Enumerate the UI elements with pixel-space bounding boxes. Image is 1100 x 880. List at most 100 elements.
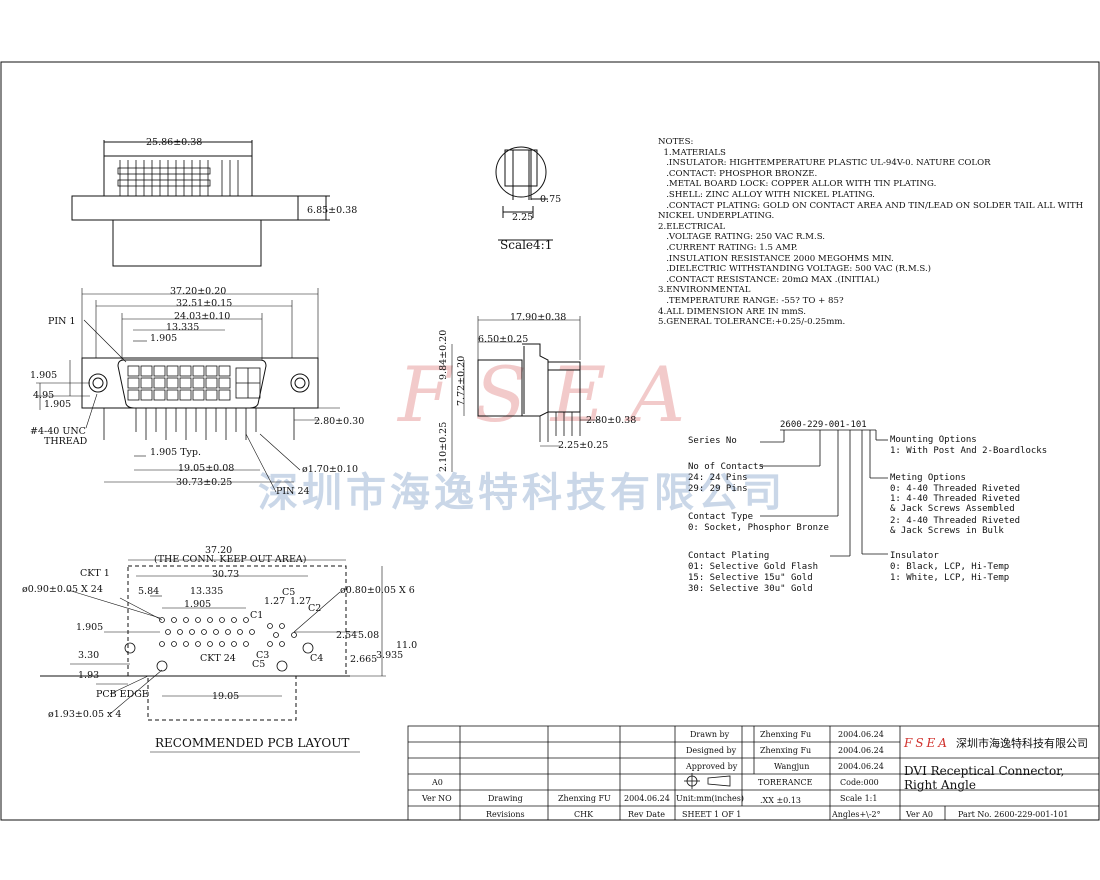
- pcb-dim-12: 5.08: [358, 630, 380, 641]
- side-dim-7: 2.10±0.25: [438, 421, 449, 472]
- front-width-dim: 25.86±0.38: [146, 137, 203, 148]
- note-line: NOTES:: [658, 137, 694, 147]
- top-dim-9: 1.905 Typ.: [150, 447, 202, 458]
- insulator-opt: 1: White, LCP, Hi-Temp: [890, 573, 1010, 583]
- top-dim-4: 13.335: [166, 322, 200, 333]
- pcb-dim-16: 19.05: [212, 691, 240, 702]
- front-height-dim: 6.85±0.38: [307, 205, 358, 216]
- tolerance-xx: .XX ±0.13: [760, 796, 801, 805]
- side-dim-4: 7.72±0.20: [456, 355, 467, 406]
- type-title: Contact Type: [688, 512, 754, 522]
- drawing-date: 2004.06.24: [624, 794, 670, 803]
- note-line: .INSULATION RESISTANCE 2000 MEGOHMS MIN.: [658, 253, 894, 264]
- mating-opt: & Jack Screws Assembled: [890, 504, 1015, 514]
- note-line: .TEMPERATURE RANGE: -55? TO + 85?: [658, 295, 844, 306]
- tolerance-label: TORERANCE: [758, 778, 813, 787]
- note-line: .METAL BOARD LOCK: COPPER ALLOR WITH TIN…: [658, 179, 937, 190]
- top-dim-12: ø1.70±0.10: [302, 464, 358, 475]
- angles-label: Angles+\-2°: [832, 810, 881, 819]
- mating-opt: & Jack Screws in Bulk: [890, 526, 1004, 536]
- note-line: 5.GENERAL TOLERANCE:+0.25/-0.25mm.: [658, 317, 846, 328]
- insulator-title: Insulator: [890, 551, 939, 561]
- type-opt: 0: Socket, Phosphor Bronze: [688, 523, 829, 533]
- top-dim-7: 4.95: [33, 390, 55, 401]
- note-line: 2.ELECTRICAL: [658, 221, 726, 232]
- mating-opt: 2: 4-40 Threaded Riveted: [890, 516, 1021, 526]
- drawn-date: 2004.06.24: [838, 730, 884, 739]
- pcb-dim-10: 1.27: [290, 596, 312, 607]
- watermark-logo: FSEA: [398, 350, 710, 439]
- detail-view: [495, 146, 553, 241]
- plating-opt: 15: Selective 15u" Gold: [688, 573, 813, 583]
- designed-by-label: Designed by: [686, 746, 737, 755]
- hole24-label: ø0.90±0.05 X 24: [22, 584, 103, 595]
- notes-block: NOTES: 1.MATERIALS .INSULATOR: HIGHTEMPE…: [658, 137, 1083, 328]
- part-no-label: Part No. 2600-229-001-101: [958, 810, 1069, 819]
- note-line: 4.ALL DIMENSION ARE IN mmS.: [658, 306, 806, 317]
- watermark-company: 深圳市海逸特科技有限公司: [258, 469, 786, 516]
- top-dim-5: 1.905: [150, 333, 178, 344]
- contacts-title: No of Contacts: [688, 462, 764, 472]
- c2-label: C2: [308, 603, 322, 614]
- mount-opt: 1: With Post And 2-Boardlocks: [890, 446, 1048, 456]
- drawing-label: Drawing: [488, 794, 523, 803]
- sheet-label: SHEET 1 OF 1: [682, 810, 742, 819]
- detail-dim-a: 0.75: [540, 194, 562, 205]
- pcb-layout: [40, 559, 386, 753]
- pin1-label: PIN 1: [48, 316, 76, 327]
- top-dim-6: 1.905: [30, 370, 58, 381]
- pcb-dim-9: 1.27: [264, 596, 286, 607]
- rev-date-label: Rev Date: [628, 810, 665, 819]
- top-dim-2: 32.51±0.15: [176, 298, 233, 309]
- pcb-dim-2: 30.73: [212, 569, 240, 580]
- front-view: [71, 140, 330, 267]
- side-dim-2: 6.50±0.25: [478, 334, 529, 345]
- detail-dim-b: 2.25: [512, 212, 534, 223]
- hole6-label: ø0.80±0.05 X 6: [340, 585, 415, 596]
- code-label: Code:000: [840, 778, 879, 787]
- plating-opt: 01: Selective Gold Flash: [688, 562, 819, 572]
- pcb-dim-8: 1.93: [78, 670, 100, 681]
- contacts-opt: 29: 29 Pins: [688, 484, 748, 494]
- part-number-tree: [760, 429, 888, 557]
- pcb-dim-13: 11.0: [396, 640, 418, 651]
- designed-by: Zhenxing Fu: [760, 746, 812, 755]
- thread-label: #4-40 UNC: [30, 426, 86, 437]
- units-label: Unit:mm(inches): [676, 794, 744, 803]
- part-code: 2600-229-001-101: [780, 420, 867, 430]
- top-dim-11: 30.73±0.25: [176, 477, 233, 488]
- note-line: 1.MATERIALS: [658, 147, 726, 158]
- ckt24-label: CKT 24: [200, 653, 236, 664]
- side-dim-5: 2.80±0.38: [586, 415, 637, 426]
- side-dim-1: 17.90±0.38: [510, 312, 567, 323]
- mating-opt: 0: 4-40 Threaded Riveted: [890, 484, 1021, 494]
- c3-label: C3: [256, 650, 270, 661]
- drawing-by: Zhenxing FU: [558, 794, 611, 803]
- drawn-by-label: Drawn by: [690, 730, 730, 739]
- company-name: 深圳市海逸特科技有限公司: [956, 737, 1088, 750]
- pcb-dim-1: 37.20: [205, 545, 233, 556]
- pin24-label: PIN 24: [276, 486, 310, 497]
- keepout-label: (THE CONN. KEEP OUT AREA): [154, 554, 307, 565]
- designed-date: 2004.06.24: [838, 746, 884, 755]
- note-line: 3.ENVIRONMENTAL: [658, 285, 751, 296]
- approved-by-label: Approved by: [686, 762, 738, 771]
- side-dim-6: 2.25±0.25: [558, 440, 609, 451]
- drawn-by: Zhenxing Fu: [760, 730, 812, 739]
- insulator-opt: 0: Black, LCP, Hi-Temp: [890, 562, 1010, 572]
- note-line: .CONTACT RESISTANCE: 20mΩ MAX .(INITIAL): [658, 274, 880, 285]
- approved-date: 2004.06.24: [838, 762, 884, 771]
- series-label: Series No: [688, 436, 737, 446]
- c1-label: C1: [250, 610, 264, 621]
- top-dim-13: 2.80±0.30: [314, 416, 365, 427]
- drawing-title-1: DVI Receptical Connector,: [904, 764, 1065, 778]
- pcb-dim-7: 3.30: [78, 650, 100, 661]
- drawing-title-2: Right Angle: [904, 778, 976, 792]
- pcb-title: RECOMMENDED PCB LAYOUT: [155, 736, 350, 750]
- pcb-dim-14: 2.665: [350, 654, 378, 665]
- pcb-dim-4: 13.335: [190, 586, 224, 597]
- c4-label: C4: [310, 653, 324, 664]
- plating-opt: 30: Selective 30u" Gold: [688, 584, 813, 594]
- note-line: .DIELECTRIC WITHSTANDING VOLTAGE: 500 VA…: [658, 264, 932, 275]
